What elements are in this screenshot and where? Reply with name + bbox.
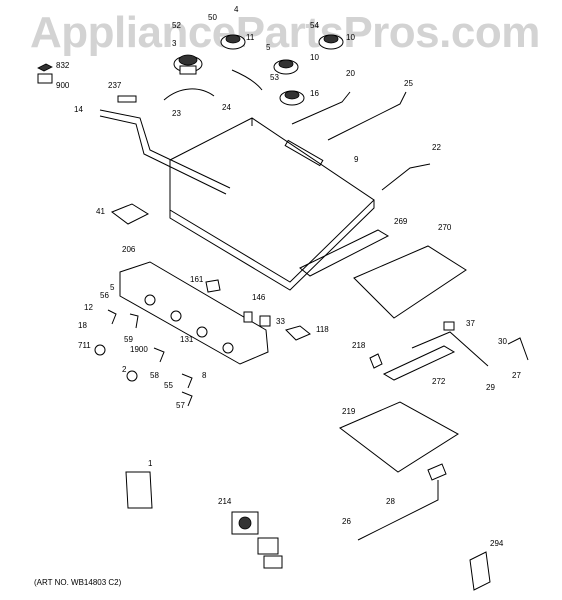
callout-37: 37: [466, 319, 475, 328]
burner-10: [273, 59, 299, 75]
cover-270: [353, 245, 467, 319]
tube-25: [327, 91, 407, 141]
callout-16: 16: [310, 89, 319, 98]
callout-54: 54: [310, 21, 319, 30]
callout-27: 27: [512, 371, 521, 380]
tube-22: [381, 163, 431, 191]
part-33: [259, 315, 271, 327]
part-118: [285, 325, 311, 341]
callout-4: 4: [234, 5, 239, 14]
callout-10: 10: [310, 53, 319, 62]
callout-20: 20: [346, 69, 355, 78]
callout-237: 237: [108, 81, 122, 90]
callout-5: 5: [266, 43, 271, 52]
callout-900: 900: [56, 81, 70, 90]
regulator-214: [231, 511, 283, 569]
callout-57: 57: [176, 401, 185, 410]
callout-9: 9: [354, 155, 359, 164]
burner-10-top: [318, 34, 344, 50]
valve-237: [117, 95, 137, 103]
callout-5: 5: [110, 283, 115, 292]
callout-161: 161: [190, 275, 204, 284]
callout-118: 118: [316, 325, 329, 334]
spring-clips: [107, 309, 193, 407]
valves: [144, 294, 234, 354]
manual-1: [125, 471, 153, 509]
tube-20: [291, 91, 351, 125]
callout-58: 58: [150, 371, 159, 380]
part-294: [469, 551, 491, 591]
callout-10: 10: [346, 33, 355, 42]
knob-711: [94, 344, 106, 356]
callout-14: 14: [74, 105, 83, 114]
callout-206: 206: [122, 245, 136, 254]
callout-131: 131: [180, 335, 194, 344]
callout-2: 2: [122, 365, 127, 374]
burner-box-9: [169, 117, 375, 291]
callout-269: 269: [394, 217, 408, 226]
callout-24: 24: [222, 103, 231, 112]
callout-41: 41: [96, 207, 105, 216]
igniter-218: [369, 353, 383, 369]
callout-1900: 1900: [130, 345, 148, 354]
callout-8: 8: [202, 371, 207, 380]
callout-3: 3: [172, 39, 177, 48]
art-number: (ART NO. WB14803 C2): [34, 578, 122, 587]
callout-218: 218: [352, 341, 366, 350]
burner-16: [279, 90, 305, 106]
callout-18: 18: [78, 321, 87, 330]
burner-box-slot: [284, 139, 324, 167]
callout-26: 26: [342, 517, 351, 526]
callout-711: 711: [78, 341, 91, 350]
knob-2: [126, 370, 138, 382]
tube-26: [357, 480, 439, 541]
tube-27: [507, 337, 529, 361]
burner-11: [220, 34, 246, 50]
callout-219: 219: [342, 407, 356, 416]
tube-23: [163, 88, 215, 101]
tube-30: [411, 331, 489, 367]
tube-24: [231, 69, 263, 91]
callout-270: 270: [438, 223, 452, 232]
callout-832: 832: [56, 61, 70, 70]
manifold-panel-5: [119, 261, 269, 365]
callout-214: 214: [218, 497, 232, 506]
part-41: [110, 203, 150, 225]
part-37: [443, 321, 455, 331]
part-146: [243, 311, 253, 323]
callout-29: 29: [486, 383, 495, 392]
callout-12: 12: [84, 303, 93, 312]
callout-59: 59: [124, 335, 133, 344]
manifold-pipe-14: [99, 109, 231, 195]
callout-11: 11: [246, 33, 255, 42]
callout-22: 22: [432, 143, 441, 152]
callout-53: 53: [270, 73, 279, 82]
callout-52: 52: [172, 21, 181, 30]
part-832: [37, 63, 53, 72]
part-900: [37, 73, 53, 84]
callout-272: 272: [432, 377, 446, 386]
igniter-lower: [427, 463, 447, 481]
callout-55: 55: [164, 381, 173, 390]
callout-28: 28: [386, 497, 395, 506]
callout-33: 33: [276, 317, 285, 326]
callout-1: 1: [148, 459, 153, 468]
baffle-269: [299, 229, 390, 277]
callout-294: 294: [490, 539, 504, 548]
callout-30: 30: [498, 337, 507, 346]
burner-3: [173, 54, 203, 75]
callout-56: 56: [100, 291, 109, 300]
switch-161: [205, 279, 221, 293]
callout-50: 50: [208, 13, 217, 22]
callout-25: 25: [404, 79, 413, 88]
callout-23: 23: [172, 109, 181, 118]
bracket-272: [382, 345, 456, 381]
watermark: AppliancePartsPros.com: [30, 8, 540, 57]
shield-219: [339, 401, 459, 473]
callout-146: 146: [252, 293, 266, 302]
